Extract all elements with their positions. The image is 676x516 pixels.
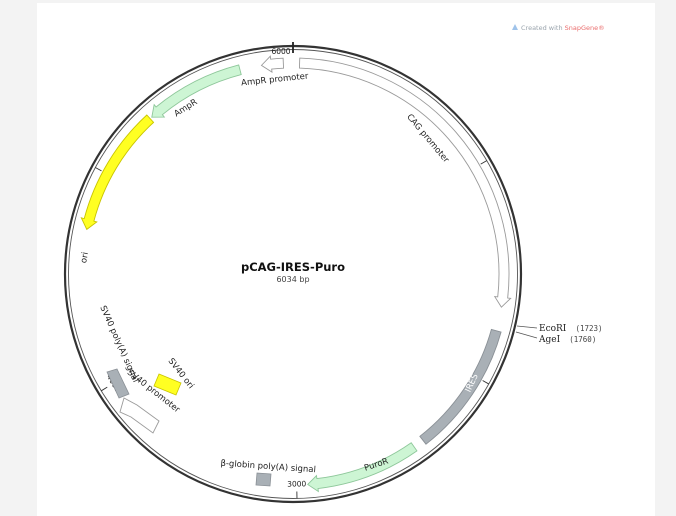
snapgene-logo-icon: [512, 24, 518, 30]
feature-ampr-promoter[interactable]: [260, 55, 285, 73]
label-ampr-promoter: AmpR promoter: [241, 71, 310, 88]
watermark-mark: ®: [598, 24, 605, 32]
restriction-sites: EcoRI (1723) AgeI (1760): [515, 316, 603, 346]
site-agei-position: (1760): [569, 335, 596, 344]
site-ecori-name: EcoRI: [539, 324, 567, 334]
site-ecori-position: (1723): [575, 324, 602, 333]
feature-sv40-polya[interactable]: [106, 368, 130, 399]
tick-label: 3000: [287, 479, 306, 488]
map-canvas: Created with SnapGene® 60001000200030004…: [37, 3, 655, 516]
site-ecori[interactable]: EcoRI (1723): [539, 316, 603, 335]
plasmid-size: 6034 bp: [276, 275, 309, 284]
plasmid-map: Created with SnapGene® 60001000200030004…: [63, 24, 605, 504]
label-ori: ori: [79, 251, 91, 264]
feature-ampr[interactable]: [151, 64, 242, 118]
tick-mark: [482, 380, 489, 385]
feature-sv40-promoter[interactable]: [119, 397, 160, 434]
svg-text:Created with SnapGene®: Created with SnapGene®: [521, 24, 605, 32]
watermark-brand: SnapGene: [565, 24, 599, 32]
tick-mark: [480, 160, 487, 165]
feature-ori[interactable]: [80, 114, 155, 231]
features-layer: [80, 55, 512, 493]
watermark-prefix: Created with: [521, 24, 565, 32]
site-leader-agei: [515, 331, 538, 339]
feature-puror[interactable]: [307, 442, 418, 493]
site-agei[interactable]: AgeI (1760): [538, 327, 596, 346]
label-beta-globin: β-globin poly(A) signal: [220, 459, 316, 476]
tick-mark: [101, 386, 108, 392]
tick-label: 6000: [271, 47, 290, 56]
snapgene-watermark: Created with SnapGene®: [512, 24, 605, 32]
site-leader-ecori: [516, 325, 538, 329]
site-agei-name: AgeI: [538, 335, 561, 345]
feature-sv40-ori[interactable]: [153, 373, 182, 396]
feature-ires[interactable]: [419, 328, 502, 445]
backbone-outer-ring: [63, 44, 523, 504]
feature-cag-promoter[interactable]: [298, 57, 512, 308]
plasmid-name: pCAG-IRES-Puro: [241, 260, 345, 274]
tick-mark: [95, 167, 102, 172]
backbone-inner-ring: [68, 49, 518, 499]
feature-beta-globin[interactable]: [255, 472, 272, 487]
